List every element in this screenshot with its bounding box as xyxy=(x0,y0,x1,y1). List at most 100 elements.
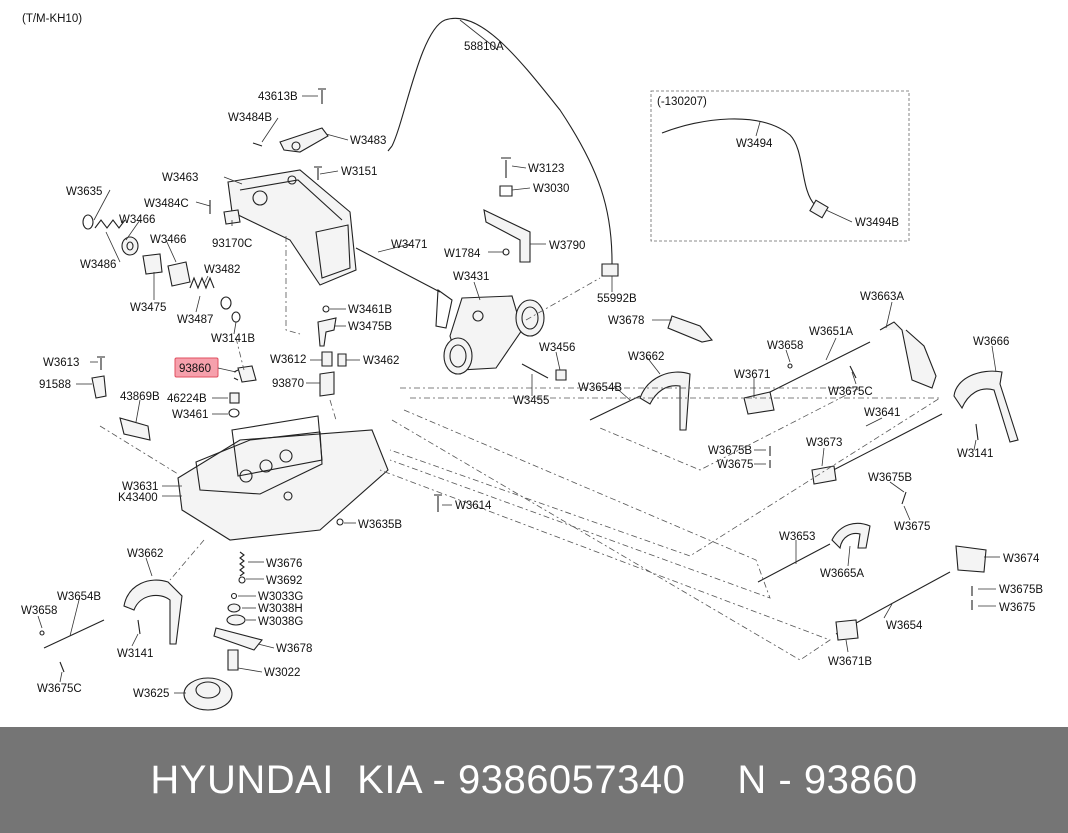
spring-W3487 xyxy=(189,276,215,290)
part-label-w3038g: W3038G xyxy=(258,616,303,628)
bolt-43613B xyxy=(318,88,326,104)
part-label-91588: 91588 xyxy=(39,379,71,391)
fork-W3663A xyxy=(879,321,937,389)
part-label-w3494: W3494 xyxy=(736,138,773,150)
pivot-W3022 xyxy=(227,649,239,671)
shaft-lever xyxy=(435,288,453,329)
part-label-w3487: W3487 xyxy=(177,314,213,326)
shaft-W3653 xyxy=(757,543,831,583)
part-label-w3662a: W3662 xyxy=(628,351,664,363)
ring-W3033G xyxy=(230,592,238,600)
part-label-w3676: W3676 xyxy=(266,558,302,570)
lever-W3678-bottom xyxy=(213,627,263,651)
part-label-w3486: W3486 xyxy=(80,259,116,271)
cable-W3494 xyxy=(661,118,816,206)
part-label-w3692: W3692 xyxy=(266,575,302,587)
part-label-w3665a: W3665A xyxy=(820,568,864,580)
main-body-W3631 xyxy=(177,415,389,541)
lever-W3678-top xyxy=(667,315,714,343)
group-ref: (-130207) xyxy=(657,96,707,108)
part-label-w3461b: W3461B xyxy=(348,304,392,316)
part-label-w3484c: W3484C xyxy=(144,198,189,210)
part-label-w3483: W3483 xyxy=(350,135,386,147)
pin-W3484B xyxy=(252,142,263,147)
part-label-w3462: W3462 xyxy=(363,355,399,367)
washer-W3482 xyxy=(220,296,232,310)
rod-W3654B-left xyxy=(43,619,105,649)
part-label-w3662b: W3662 xyxy=(127,548,163,560)
cable-58810A xyxy=(391,17,613,263)
part-label-w3475b: W3475B xyxy=(348,321,392,333)
part-label-w3675c2: W3675C xyxy=(37,683,82,695)
diagram-code: (T/M-KH10) xyxy=(22,13,82,25)
part-label-w3141top: W3141B xyxy=(211,333,255,345)
part-label-w3463: W3463 xyxy=(162,172,198,184)
assembly-guides xyxy=(99,236,942,661)
actuator-W3431 xyxy=(443,295,545,375)
part-label-w3466b: W3466 xyxy=(150,234,186,246)
part-label-w3651a: W3651A xyxy=(809,326,853,338)
cap-W3625 xyxy=(183,677,233,711)
bolt-W3462 xyxy=(337,353,347,367)
part-label-w3471: W3471 xyxy=(391,239,427,251)
part-label-w3675ba: W3675B xyxy=(708,445,752,457)
block-W3671 xyxy=(743,391,775,415)
subassembly-box xyxy=(650,90,910,242)
pin-W3675C-left xyxy=(59,661,65,673)
bolt-W3613 xyxy=(97,356,105,370)
part-code: N - 93860 xyxy=(737,757,918,802)
ball-W3692 xyxy=(238,576,246,584)
part-label-w3431: W3431 xyxy=(453,271,489,283)
brand-part-number: HYUNDAI KIA - 9386057340 xyxy=(150,757,686,802)
pin-W3658-right xyxy=(787,363,793,369)
exploded-parts-diagram: (T/M-KH10) (-130207) 58810A 43613B W3484B W… xyxy=(21,13,1043,711)
part-label-93170c: 93170C xyxy=(212,238,252,250)
part-label-w3612: W3612 xyxy=(270,354,306,366)
plunger-W3475 xyxy=(142,253,163,275)
shaft-W3641 xyxy=(813,413,943,481)
part-label-93860: 93860 xyxy=(179,363,211,375)
part-label-93870: 93870 xyxy=(272,378,304,390)
part-label-w3635: W3635 xyxy=(66,186,102,198)
part-label-w3631: W3631 xyxy=(122,481,158,493)
part-label-w3030: W3030 xyxy=(533,183,569,195)
pin-W3658-left xyxy=(39,630,45,636)
part-label-w3151: W3151 xyxy=(341,166,377,178)
part-label-w3675c: W3675 xyxy=(999,602,1035,614)
washer-W3461 xyxy=(228,408,240,418)
part-label-w3674: W3674 xyxy=(1003,553,1040,565)
part-label-w3654bb: W3654B xyxy=(57,591,101,603)
part-label-w3033g: W3033G xyxy=(258,591,303,603)
plug-93170C xyxy=(223,209,241,225)
part-label-43613b: 43613B xyxy=(258,91,298,103)
label-highlight-93860 xyxy=(174,357,219,378)
bolt-W3151 xyxy=(314,166,322,180)
cable-end-left xyxy=(387,145,393,152)
fitting-55992B xyxy=(601,263,619,277)
part-label-w3673: W3673 xyxy=(806,437,842,449)
part-label-58810a: 58810A xyxy=(464,41,504,53)
clip-W3030 xyxy=(499,185,513,197)
part-label-w3461: W3461 xyxy=(172,409,208,421)
collar-W3466 xyxy=(121,236,139,256)
part-label-w3484b: W3484B xyxy=(228,112,272,124)
part-label-w3614: W3614 xyxy=(455,500,492,512)
part-label-w3641: W3641 xyxy=(864,407,900,419)
part-label-w3654ba: W3654B xyxy=(578,382,622,394)
part-label-w3675a: W3675 xyxy=(717,459,753,471)
washer-W3141B xyxy=(231,311,241,323)
part-label-w3663a: W3663A xyxy=(860,291,904,303)
bolt-W3123 xyxy=(501,157,511,178)
part-label-w3675bc: W3675B xyxy=(999,584,1043,596)
part-label-w3675bb: W3675B xyxy=(868,472,912,484)
part-label-w3635b: W3635B xyxy=(358,519,402,531)
sensor-43869B xyxy=(119,417,151,441)
part-label-k43400: K43400 xyxy=(118,492,158,504)
fork-W3662-left xyxy=(123,579,183,645)
part-label-w3671b: W3671B xyxy=(828,656,872,668)
part-label-w3613: W3613 xyxy=(43,357,79,369)
part-label-w3658b: W3658 xyxy=(21,605,57,617)
part-label-w3123: W3123 xyxy=(528,163,564,175)
rod-W3654B-mid xyxy=(589,395,641,421)
